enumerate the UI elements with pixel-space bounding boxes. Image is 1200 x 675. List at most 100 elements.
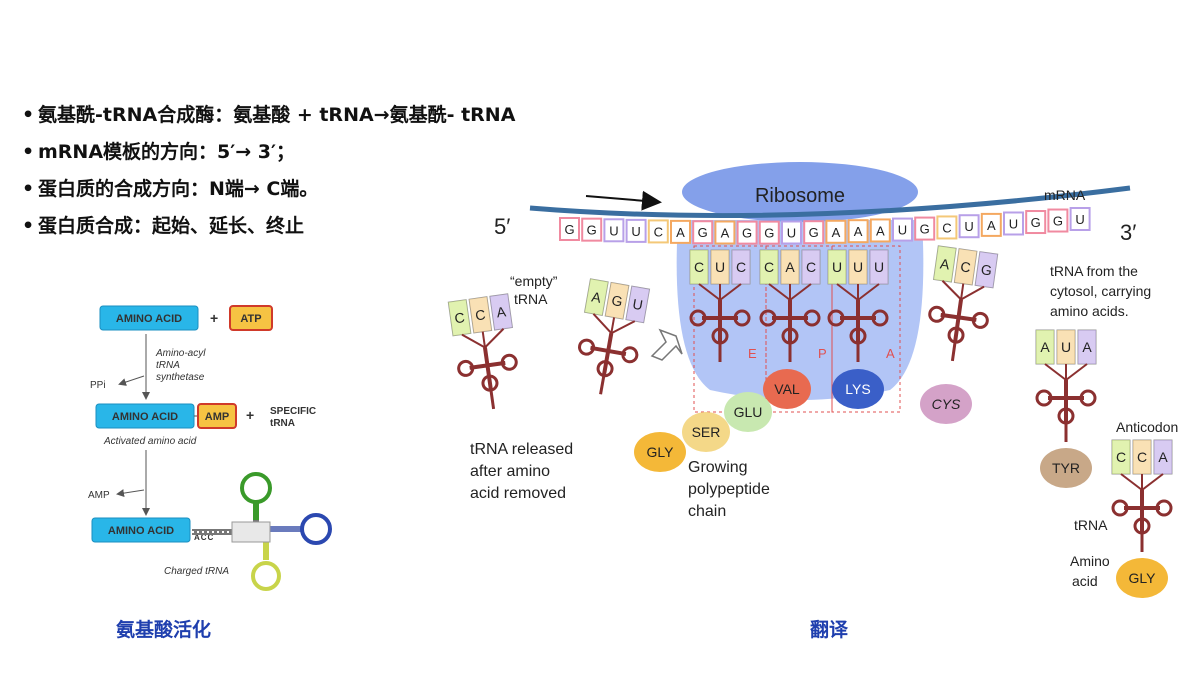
mrna-base-label: G [587,223,597,238]
amp-box [197,403,237,429]
aa-tyr-label: TYR [1052,460,1080,476]
anticodon-base: G [610,292,624,310]
mrna-base: U [892,217,913,242]
mrna-base: G [914,216,936,241]
a-site-box [831,245,901,413]
mrna-base-label: U [964,219,973,234]
ribosome-large-subunit [682,162,918,222]
plus-sign-2: + [246,407,254,423]
mrna-base: A [869,218,891,243]
anticodon-base: C [453,309,465,326]
aa-glu-label: GLU [734,404,763,420]
ppi-arrow [118,375,145,386]
anticodon-base: U [832,259,842,275]
mrna-base: G [803,220,825,245]
translation-caption: 翻译 [810,619,849,641]
aa-gly [634,432,686,472]
enzyme-label-3: synthetase [156,372,205,383]
released-label-2: after amino [470,463,550,480]
anticodon-base: C [736,259,746,275]
anticodon-base: G [980,261,993,278]
amp-out-arrow [116,489,145,498]
anticodon-base: U [874,259,884,275]
mrna-base: U [958,214,980,239]
anticodon-base: U [853,259,863,275]
specific-label-1: SPECIFIC [270,406,316,417]
mrna-base-label: A [721,225,730,240]
bullet-item: •mRNA模板的方向：5′→ 3′； [22,141,296,163]
anticodon-base: U [631,296,644,314]
mrna-base: A [670,219,691,244]
bullet-item: •氨基酰-tRNA合成酶：氨基酸 + tRNA→氨基酰- tRNA [22,104,516,126]
enzyme-label-1: Amino-acyl [155,348,206,359]
atp-label: ATP [240,313,261,325]
released-label-1: tRNA released [470,441,573,458]
amino-acid-box [99,305,199,331]
plus-sign: + [210,310,218,326]
amino-acid-label-2: acid [1072,573,1098,589]
aa-lys [832,369,884,409]
atp-box [229,305,273,331]
aa-cys [920,384,972,424]
mrna-base-label: A [832,225,841,240]
three-prime-label: 3′ [1120,220,1136,245]
anticodon-base: A [495,303,507,320]
aa-gly-2 [1116,558,1168,598]
mrna-base-label: A [987,218,996,233]
mrna-base: G [758,220,780,245]
e-site-box [693,245,767,413]
specific-label-2: tRNA [270,418,295,429]
mrna-base-label: U [787,225,796,240]
mrna-base: C [936,215,958,240]
mrna-base-label: U [1009,216,1018,231]
mrna-base-label: U [631,224,640,239]
anticodon-base: C [960,258,972,275]
growing-label-1: Growing [688,459,748,476]
anticodon-base: C [806,259,816,275]
mrna-base-label: G [564,222,574,237]
p-site-label: P [818,346,827,361]
five-prime-label: 5′ [494,214,510,239]
anticodon-base: A [590,288,603,305]
amp-out-label: AMP [88,490,110,501]
mrna-base: A [714,220,736,245]
aa-ser [682,412,730,452]
anticodon-label: Anticodon [1116,419,1178,435]
mrna-label: mRNA [1044,187,1086,203]
empty-trna-label-1: “empty” [510,273,558,289]
mrna-base-label: G [1031,215,1041,230]
mrna-base-label: G [809,225,819,240]
mrna-base: G [559,217,580,241]
anticodon-base: C [1137,449,1147,465]
bullet-list: •氨基酰-tRNA合成酶：氨基酸 + tRNA→氨基酰- tRNA •mRNA模… [22,100,515,248]
amino-acid-box-3 [91,517,191,543]
growing-label-3: chain [688,503,726,520]
mrna-base: G [581,217,603,242]
mrna-base: U [1069,207,1091,231]
cytosol-label-3: amino acids. [1050,303,1129,319]
anticodon-base: C [474,306,486,323]
trna-label: tRNA [1074,517,1108,533]
cytosol-label-2: cytosol, carrying [1050,283,1151,299]
amino-acid-label-1: Amino [1070,553,1110,569]
cytosol-label-1: tRNA from the [1050,263,1138,279]
aa-val [763,369,811,409]
anticodon-base: U [715,259,725,275]
mrna-base-label: G [742,226,752,241]
activated-label: Activated amino acid [103,436,197,447]
release-arrow-icon [650,328,683,361]
empty-trna-label-2: tRNA [514,291,548,307]
mrna-base-label: A [854,224,863,239]
e-site-label: E [748,346,757,361]
anticodon-base: A [1158,449,1168,465]
aa-gly-2-label: GLY [1129,570,1157,586]
